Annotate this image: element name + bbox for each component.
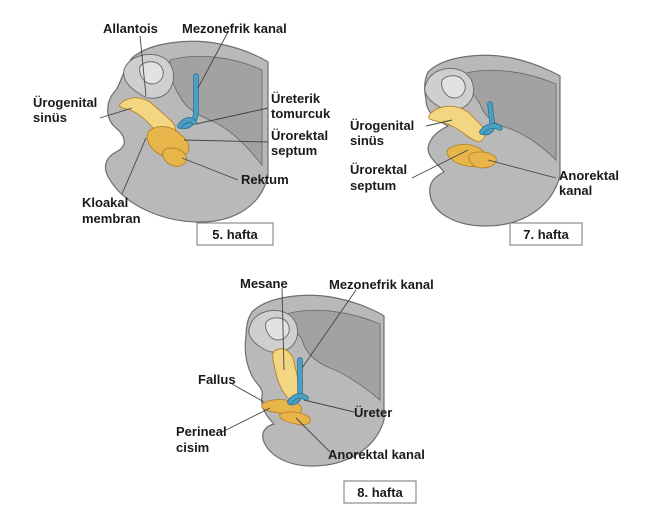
label-urorectal-5-line2: septum bbox=[271, 143, 317, 158]
label-mesonephric-8: Mezonefrik kanal bbox=[329, 277, 434, 292]
label-anorectal-7-line2: kanal bbox=[559, 183, 592, 198]
stage-box-week-7 bbox=[509, 222, 583, 246]
leader-urogenital-5 bbox=[99, 107, 133, 119]
stage-label-week-7: 7. hafta bbox=[523, 227, 569, 242]
leader-cloacal-membrane bbox=[121, 137, 147, 195]
label-anorectal-8: Anorektal kanal bbox=[328, 447, 425, 462]
label-bladder: Mesane bbox=[240, 276, 288, 291]
stage-box-week-8 bbox=[343, 480, 417, 504]
label-urogenital-5-line1: Ürogenital bbox=[33, 95, 97, 110]
label-ureteric-line1: Üreterik bbox=[271, 91, 321, 106]
label-phallus: Fallus bbox=[198, 372, 236, 387]
label-mesonephric-5: Mezonefrik kanal bbox=[182, 21, 287, 36]
embryo-body-week-8 bbox=[244, 294, 385, 467]
panel-week-8: Mesane Mezonefrik kanal Fallus Üreter Pe… bbox=[176, 276, 434, 504]
label-urogenital-5-line2: sinüs bbox=[33, 110, 67, 125]
label-perineal-line2: cisim bbox=[176, 440, 209, 455]
leader-rectum bbox=[181, 157, 239, 181]
leader-mesonephric-5 bbox=[197, 31, 229, 89]
panel-week-5: Allantois Mezonefrik kanal Ürogenital si… bbox=[33, 21, 331, 246]
label-urorectal-7-line2: septum bbox=[350, 178, 396, 193]
stage-label-week-8: 8. hafta bbox=[357, 485, 403, 500]
stage-box-week-5 bbox=[196, 222, 274, 246]
label-rectum: Rektum bbox=[241, 172, 289, 187]
leader-bladder bbox=[281, 287, 285, 371]
stage-label-week-5: 5. hafta bbox=[212, 227, 258, 242]
label-cloacal-line1: Kloakal bbox=[82, 195, 128, 210]
label-urogenital-7-line1: Ürogenital bbox=[350, 118, 414, 133]
leader-allantois bbox=[139, 35, 147, 97]
panel-week-7: Ürogenital sinüs Ürorektal septum Anorek… bbox=[350, 54, 619, 246]
leader-perineal-body bbox=[221, 407, 271, 433]
leader-phallus bbox=[231, 383, 265, 403]
label-ureter: Üreter bbox=[354, 405, 392, 420]
leader-urorectal-septum-5 bbox=[183, 139, 269, 143]
leader-urorectal-septum-7 bbox=[411, 149, 469, 179]
leader-ureteric-bud bbox=[195, 107, 269, 125]
label-perineal-line1: Perineal bbox=[176, 424, 227, 439]
label-anorectal-7-line1: Anorektal bbox=[559, 168, 619, 183]
label-ureteric-line2: tomurcuk bbox=[271, 106, 331, 121]
label-urorectal-7-line1: Ürorektal bbox=[350, 162, 407, 177]
leader-ureter bbox=[303, 399, 355, 413]
embryo-body-week-7 bbox=[424, 54, 561, 227]
leader-urogenital-7 bbox=[425, 119, 453, 127]
label-allantois: Allantois bbox=[103, 21, 158, 36]
embryo-body-week-5 bbox=[104, 40, 269, 223]
label-urogenital-7-line2: sinüs bbox=[350, 133, 384, 148]
leader-anorectal-7 bbox=[487, 159, 557, 179]
label-urorectal-5-line1: Ürorektal bbox=[271, 128, 328, 143]
label-cloacal-line2: membran bbox=[82, 211, 141, 226]
leader-anorectal-8 bbox=[295, 417, 331, 453]
leader-mesonephric-8 bbox=[301, 289, 357, 369]
